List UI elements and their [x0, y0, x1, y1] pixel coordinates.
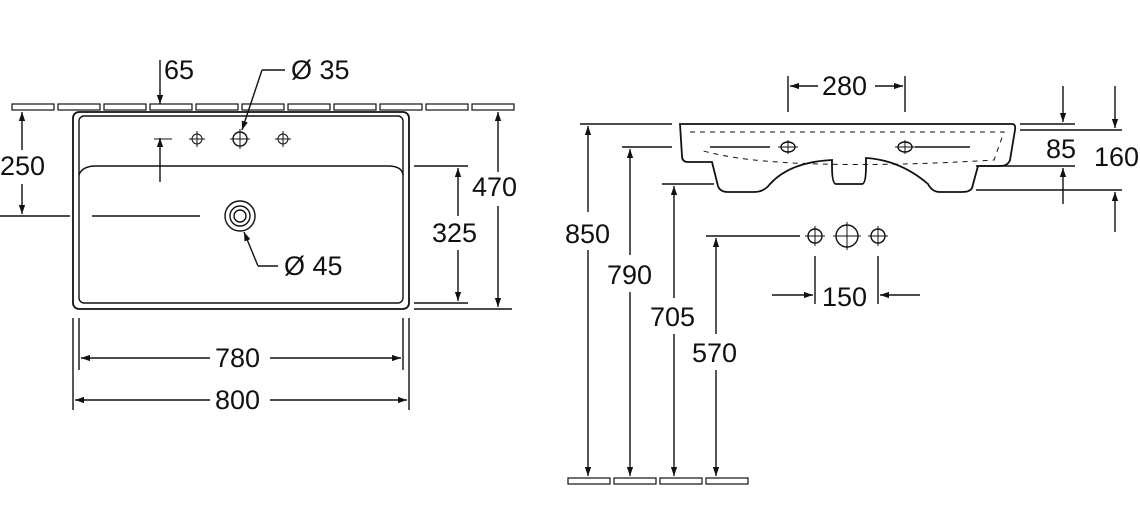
dim-85-label: 85: [1046, 134, 1076, 164]
wall-top-view: [11, 103, 515, 111]
dim-790: 790: [607, 146, 672, 476]
dim-280-label: 280: [822, 71, 867, 101]
dim-570: 570: [692, 235, 800, 476]
dim-250-label: 250: [0, 151, 45, 181]
dim-280: 280: [787, 71, 906, 112]
floor-side-view: [567, 477, 749, 485]
dim-470: 470: [414, 112, 517, 310]
dim-160: 160: [976, 86, 1139, 232]
tap-hole-center: [230, 129, 250, 149]
dim-850-label: 850: [565, 219, 610, 249]
dim-tap-hole-label: Ø 35: [291, 55, 350, 85]
dim-705: 705: [650, 183, 714, 476]
dim-800-label: 800: [215, 385, 260, 415]
dim-325: 325: [414, 165, 477, 304]
dim-150-label: 150: [822, 282, 867, 312]
dim-65: 65: [154, 55, 194, 182]
dim-780: 780: [78, 318, 404, 373]
dim-780-label: 780: [215, 343, 260, 373]
dim-150: 150: [772, 256, 920, 312]
dim-85: 85: [976, 86, 1076, 204]
tap-hole-front-right: [868, 226, 888, 246]
dim-drain-label: Ø 45: [284, 251, 343, 281]
side-view: 280 85 160 850 790: [565, 71, 1139, 485]
tap-hole-cross-left: [189, 131, 205, 147]
tap-holes-front: [805, 222, 888, 250]
dim-160-label: 160: [1094, 142, 1139, 172]
dim-tap-hole-diameter: Ø 35: [241, 55, 350, 131]
basin-outline-top: [72, 111, 410, 310]
dim-470-label: 470: [472, 172, 517, 202]
dim-790-label: 790: [607, 260, 652, 290]
tap-hole-profile-right: [895, 140, 915, 154]
dim-drain-diameter: Ø 45: [243, 231, 343, 281]
dim-325-label: 325: [432, 218, 477, 248]
dim-850: 850: [565, 123, 672, 476]
tap-hole-profile-left: [778, 140, 798, 154]
tap-hole-cross-right: [275, 131, 291, 147]
drain-hole: [92, 200, 256, 232]
tap-hole-front-center: [833, 222, 861, 250]
dim-800: 800: [72, 318, 410, 415]
top-view: 65 Ø 35 Ø 45 250 470: [0, 55, 517, 415]
tap-hole-front-left: [805, 226, 825, 246]
basin-profile: [679, 123, 1017, 193]
dim-570-label: 570: [692, 338, 737, 368]
dim-250: 250: [0, 112, 70, 217]
dim-705-label: 705: [650, 302, 695, 332]
dim-65-label: 65: [164, 55, 194, 85]
